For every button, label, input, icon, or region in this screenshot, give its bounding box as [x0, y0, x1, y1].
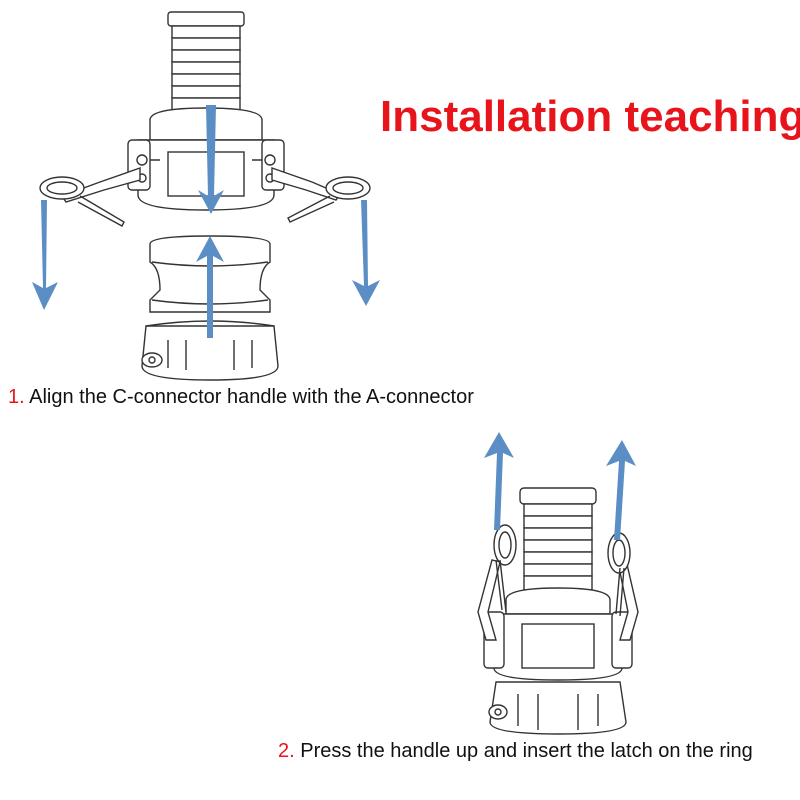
step-1-caption: 1. Align the C-connector handle with the… — [8, 386, 474, 409]
hose-barb-top — [167, 11, 245, 111]
arrow-down-center — [198, 105, 224, 214]
arrow-down-right — [352, 200, 380, 306]
step-2-number: 2. — [278, 740, 295, 762]
arrow-up-center — [196, 236, 224, 338]
page-title: Installation teaching — [380, 92, 800, 141]
step-1-text: Align the C-connector handle with the A-… — [29, 386, 474, 408]
cam-handle-left-raised — [477, 524, 517, 641]
step-1-number: 1. — [8, 386, 25, 408]
arrow-up-left — [484, 432, 514, 530]
coupler-body — [137, 107, 275, 211]
cam-handle-left — [39, 167, 141, 227]
assembled-coupling — [477, 487, 639, 735]
arrow-down-left — [32, 200, 58, 310]
step-2-text: Press the handle up and insert the latch… — [300, 740, 753, 762]
cam-handle-right — [271, 167, 371, 223]
hose-barb-assembled — [519, 487, 597, 591]
step-2-caption: 2. Press the handle up and insert the la… — [278, 740, 753, 763]
c-connector-coupler — [39, 11, 371, 227]
arrow-up-right — [606, 440, 636, 540]
